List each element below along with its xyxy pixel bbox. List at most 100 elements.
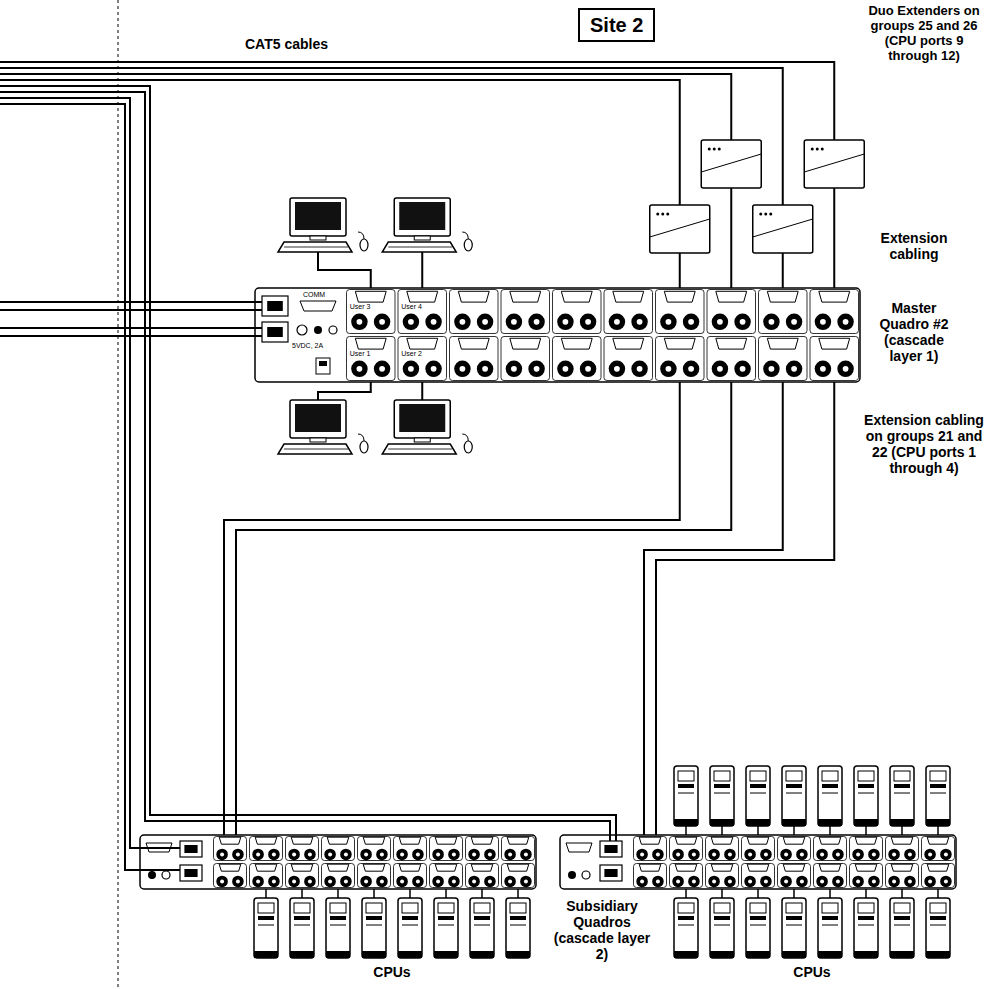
ps2-pin (460, 366, 466, 372)
drive-bay (438, 903, 454, 913)
tower-base (782, 819, 806, 826)
cpu-cable (757, 889, 759, 898)
ps2-port (852, 849, 864, 861)
cpu-cable (721, 889, 723, 898)
ps2-port (351, 361, 367, 377)
panel-line (330, 925, 346, 926)
vga-port (711, 864, 733, 871)
cpu-cable (301, 889, 303, 898)
power-jack (582, 871, 590, 879)
ps2-pin (820, 366, 826, 372)
ps2-pin (748, 879, 752, 883)
port-cell (322, 864, 355, 888)
ps2-port (832, 876, 844, 888)
ps2-port (660, 361, 676, 377)
port-cell (742, 837, 775, 861)
ps2-pin (666, 319, 672, 325)
ps2-port (672, 849, 684, 861)
ps2-port (609, 314, 625, 330)
ps2-pin (892, 879, 896, 883)
ps2-pin (717, 366, 723, 372)
panel-line (678, 925, 694, 926)
ps2-port (484, 849, 496, 861)
keyboard-keys (284, 449, 348, 450)
ps2-port (815, 314, 831, 330)
extension-cable (644, 382, 783, 835)
port-label: User 2 (401, 350, 443, 357)
tower-base (362, 951, 386, 958)
ps2-port (940, 876, 952, 888)
ps2-pin (256, 852, 260, 856)
ps2-pin (692, 879, 696, 883)
ps2-port (816, 876, 828, 888)
vga-port (471, 837, 493, 844)
ps2-port (868, 876, 880, 888)
ps2-pin (820, 879, 824, 883)
cat5-cable (0, 86, 616, 841)
ps2-port (340, 876, 352, 888)
tower-base (854, 951, 878, 958)
port-cell (850, 864, 883, 888)
vga-port (399, 864, 421, 871)
keyboard-keys (388, 247, 452, 248)
ps2-pin (820, 852, 824, 856)
ps2-pin (292, 852, 296, 856)
ps2-port (484, 876, 496, 888)
ps2-pin (472, 852, 476, 856)
cpu-tower (398, 898, 422, 958)
ps2-pin (637, 366, 643, 372)
port-cell (250, 837, 283, 861)
ps2-port (360, 876, 372, 888)
vga-port (355, 291, 386, 302)
tower-base (398, 951, 422, 958)
site-label: Site 2 (590, 14, 643, 36)
vga-port (711, 837, 733, 844)
port-cell (502, 864, 535, 888)
ps2-port (288, 876, 300, 888)
ps2-pin (614, 319, 620, 325)
cpu-tower (326, 898, 350, 958)
vga-port (613, 338, 644, 349)
ps2-port (683, 361, 699, 377)
ps2-port (688, 849, 700, 861)
extender-label: Duo Extenders on groups 25 and 26 (CPU p… (862, 4, 986, 64)
power-jack (568, 871, 576, 879)
drive-bay (858, 771, 874, 781)
ps2-pin (908, 852, 912, 856)
port-cell (814, 864, 847, 888)
ps2-port (396, 849, 408, 861)
drive-bay (930, 903, 946, 913)
cabling-label: Extension cabling on groups 21 and 22 (C… (862, 412, 986, 476)
vga-port (363, 864, 385, 871)
cpu-cable (937, 826, 939, 835)
ps2-port (412, 849, 424, 861)
ps2-port (468, 849, 480, 861)
panel-line (366, 925, 382, 926)
ps2-pin (488, 852, 492, 856)
extension-cable (782, 253, 784, 288)
extender-led (708, 148, 711, 151)
port-cell (394, 864, 427, 888)
vga-port (355, 338, 386, 349)
panel-line (822, 793, 838, 794)
tower-base (818, 819, 842, 826)
extender-led (811, 148, 814, 151)
drive-bay (822, 771, 838, 781)
port-cell (707, 337, 756, 381)
ps2-port (888, 876, 900, 888)
panel-line (858, 793, 874, 794)
ps2-pin (508, 852, 512, 856)
cpu-cable (409, 889, 411, 898)
drive-slot (678, 916, 694, 920)
vga-port (819, 837, 841, 844)
ps2-pin (944, 852, 948, 856)
extender-led (656, 213, 659, 216)
ps2-pin (436, 879, 440, 883)
cpu-tower (818, 898, 842, 958)
ps2-pin (843, 366, 849, 372)
ps2-port (636, 876, 648, 888)
vga-port (507, 864, 529, 871)
ps2-pin (748, 852, 752, 856)
cat5-cable (0, 74, 731, 140)
vga-port (327, 864, 349, 871)
